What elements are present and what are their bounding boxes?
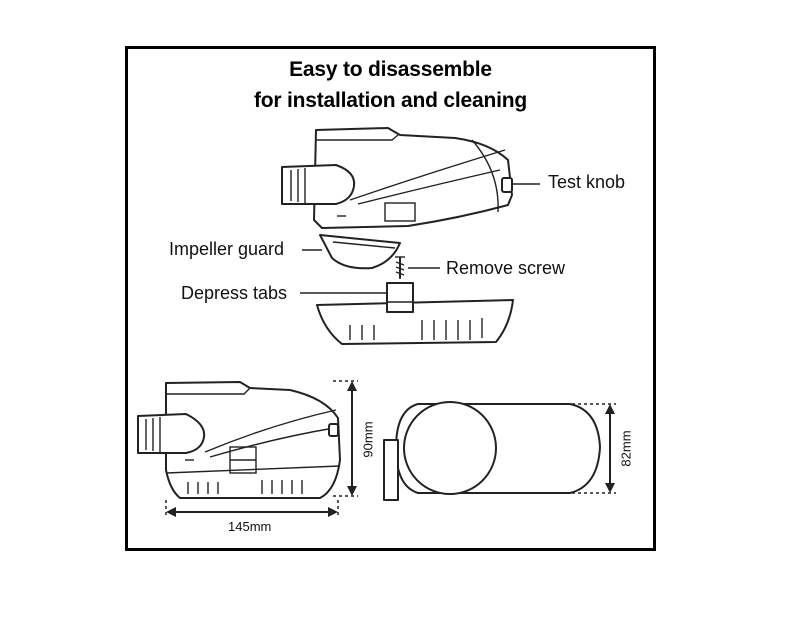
label-test-knob: Test knob <box>548 172 626 192</box>
dimension-height-label: 90mm <box>360 421 376 458</box>
height-dimension <box>333 380 358 497</box>
diagram-border <box>125 46 656 551</box>
title-line-2: for installation and cleaning <box>253 89 528 112</box>
label-remove-screw: Remove screw <box>446 258 566 278</box>
screw-icon <box>395 256 405 279</box>
label-impeller-guard: Impeller guard <box>169 239 285 259</box>
label-depress-tabs: Depress tabs <box>181 283 288 303</box>
dimension-width-label: 82mm <box>618 430 634 467</box>
width-dimension <box>572 403 616 494</box>
title-line-1: Easy to disassemble <box>289 58 492 81</box>
pump-side-view <box>137 381 341 499</box>
impeller-guard <box>319 234 401 270</box>
dimension-length-label: 145mm <box>228 519 272 534</box>
pump-top-view <box>383 401 601 501</box>
pump-body-top <box>281 127 513 229</box>
length-dimension <box>165 500 339 518</box>
pump-base <box>316 282 514 345</box>
